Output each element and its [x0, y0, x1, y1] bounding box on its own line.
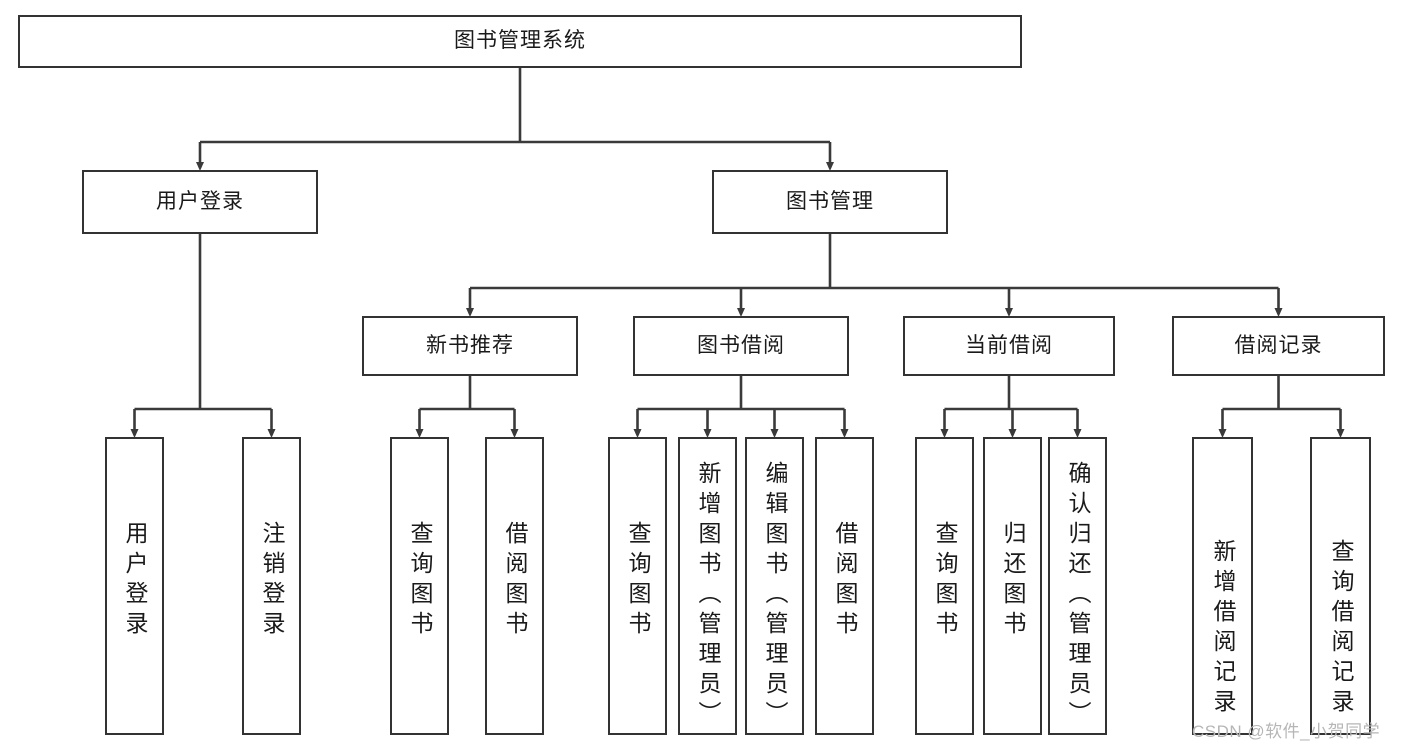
node-label: 新增借阅记录 — [1210, 539, 1236, 719]
node-records[interactable]: 借阅记录 — [1172, 316, 1385, 376]
node-l-addrec[interactable]: 新增借阅记录 — [1192, 437, 1253, 735]
node-l-addbook[interactable]: 新增图书（管理员） — [678, 437, 737, 735]
node-label: 图书管理系统 — [454, 29, 586, 53]
node-label: 借阅图书 — [502, 521, 528, 641]
node-label: 用户登录 — [122, 521, 148, 641]
node-label: 用户登录 — [156, 189, 244, 213]
node-label: 新书推荐 — [426, 333, 514, 357]
node-l-bbook1[interactable]: 借阅图书 — [485, 437, 544, 735]
node-root[interactable]: 图书管理系统 — [18, 15, 1022, 68]
node-bookmgmt[interactable]: 图书管理 — [712, 170, 948, 234]
node-label: 图书借阅 — [697, 333, 785, 357]
node-l-qbook3[interactable]: 查询图书 — [915, 437, 974, 735]
node-newbook[interactable]: 新书推荐 — [362, 316, 578, 376]
csdn-watermark: CSDN @软件_小贺同学 — [1192, 722, 1381, 741]
node-label: 查询借阅记录 — [1328, 539, 1354, 719]
node-label: 注销登录 — [259, 521, 285, 641]
node-login[interactable]: 用户登录 — [82, 170, 318, 234]
node-label: 当前借阅 — [965, 333, 1053, 357]
node-l-logout[interactable]: 注销登录 — [242, 437, 301, 735]
node-l-return[interactable]: 归还图书 — [983, 437, 1042, 735]
node-label: 查询图书 — [932, 521, 958, 641]
node-label: 新增图书（管理员） — [695, 461, 721, 731]
node-l-editbook[interactable]: 编辑图书（管理员） — [745, 437, 804, 735]
node-label: 借阅记录 — [1234, 333, 1323, 357]
node-l-confirm[interactable]: 确认归还（管理员） — [1048, 437, 1107, 735]
node-label: 借阅图书 — [832, 521, 858, 641]
node-label: 查询图书 — [407, 521, 433, 641]
node-label: 编辑图书（管理员） — [762, 461, 788, 731]
node-l-qbook2[interactable]: 查询图书 — [608, 437, 667, 735]
node-current[interactable]: 当前借阅 — [903, 316, 1115, 376]
node-label: 确认归还（管理员） — [1065, 461, 1091, 731]
node-l-qrec[interactable]: 查询借阅记录 — [1310, 437, 1371, 735]
node-label: 归还图书 — [1000, 521, 1026, 641]
node-l-userlogin[interactable]: 用户登录 — [105, 437, 164, 735]
node-l-bbook2[interactable]: 借阅图书 — [815, 437, 874, 735]
node-l-qbook1[interactable]: 查询图书 — [390, 437, 449, 735]
node-label: 查询图书 — [625, 521, 651, 641]
node-borrow[interactable]: 图书借阅 — [633, 316, 849, 376]
node-label: 图书管理 — [786, 189, 874, 213]
